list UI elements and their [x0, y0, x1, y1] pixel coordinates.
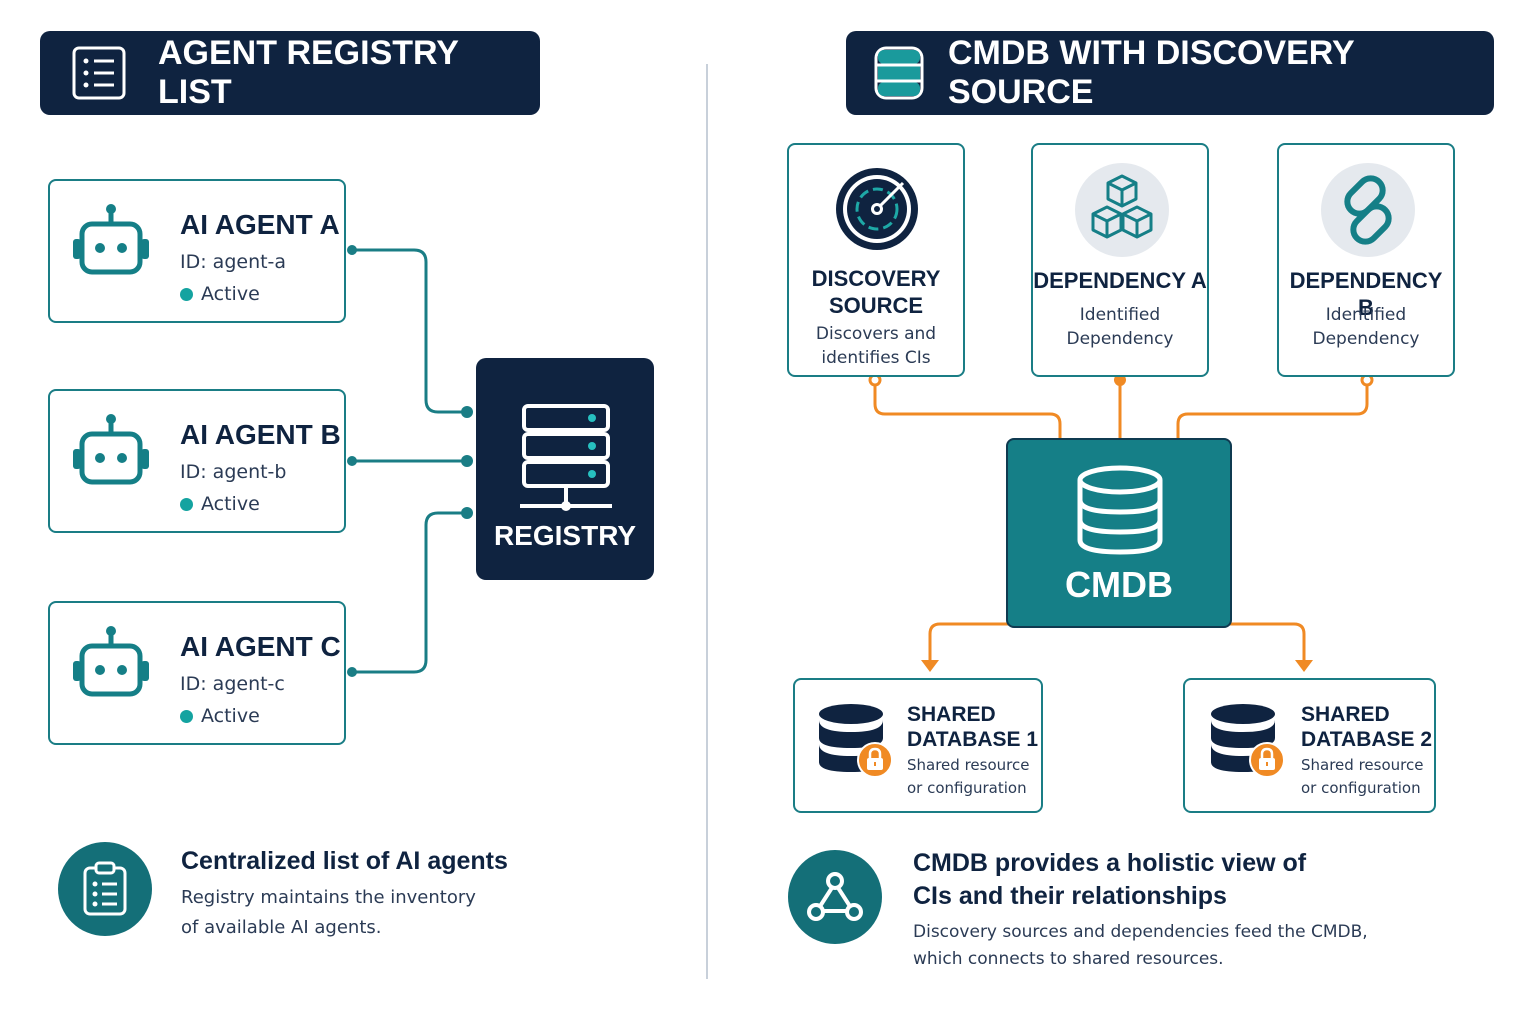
lock-icon: [1249, 742, 1285, 778]
agent-name: AI AGENT B: [180, 419, 341, 450]
source-desc: Discovers and: [815, 324, 937, 344]
right-banner-title: CMDB WITH DISCOVERY SOURCE: [948, 34, 1355, 111]
database-desc-line1: Shared resource: [1301, 756, 1424, 774]
database-icon: [872, 44, 926, 102]
left-footer-line2: of available AI agents.: [181, 917, 382, 938]
right-footer-line1: Discovery sources and dependencies feed …: [913, 922, 1368, 942]
left-footer-line1: Registry maintains the inventory: [181, 887, 476, 908]
database-desc-line2: or configuration: [907, 779, 1027, 797]
agent-id: ID: agent-c: [180, 673, 285, 695]
dependency-title: DEPENDENCY A: [1033, 268, 1207, 293]
robot-icon: [70, 203, 152, 283]
agent-status: Active: [180, 705, 260, 727]
network-icon: [788, 850, 882, 944]
dependency-b-card[interactable]: DEPENDENCY B Identified Dependency: [1277, 143, 1455, 377]
right-footer-title-line1: CMDB provides a holistic view of: [913, 849, 1307, 877]
status-label: Active: [201, 705, 260, 727]
status-label: Active: [201, 283, 260, 305]
agent-card-b[interactable]: AI AGENT B ID: agent-b Active: [48, 389, 346, 533]
left-banner-title: AGENT REGISTRY LIST: [158, 34, 459, 111]
database-title-line1: SHARED: [907, 703, 996, 726]
connector-db2: [1228, 622, 1306, 662]
agent-status: Active: [180, 493, 260, 515]
cmdb-label: CMDB: [1065, 564, 1173, 605]
server-icon: [516, 402, 616, 512]
robot-icon: [70, 413, 152, 493]
database-title-line1: SHARED: [1301, 703, 1390, 726]
list-icon: [72, 46, 126, 100]
agent-name: AI AGENT A: [180, 209, 340, 240]
left-footer-title: Centralized list of AI agents: [181, 847, 508, 875]
agent-card-c[interactable]: AI AGENT C ID: agent-c Active: [48, 601, 346, 745]
registry-node[interactable]: REGISTRY: [476, 358, 654, 580]
database-icon: [1074, 464, 1166, 558]
dependency-a-card[interactable]: DEPENDENCY A Identified Dependency: [1031, 143, 1209, 377]
connector-db1: [928, 622, 1010, 662]
cubes-icon: [1074, 162, 1170, 258]
database-desc-line2: or configuration: [1301, 779, 1421, 797]
database-desc: Shared resource or configuration: [1301, 754, 1423, 800]
lock-icon: [857, 742, 893, 778]
agent-id: ID: agent-a: [180, 251, 287, 273]
agent-registry-banner: AGENT REGISTRY LIST: [40, 31, 540, 115]
connector-agent-c: [352, 511, 466, 674]
clipboard-icon: [58, 842, 152, 936]
agent-status: Active: [180, 283, 260, 305]
database-desc-line1: Shared resource: [907, 756, 1030, 774]
connector-discovery: [873, 380, 1062, 438]
cmdb-banner: CMDB WITH DISCOVERY SOURCE: [846, 31, 1494, 115]
agent-card-a[interactable]: AI AGENT A ID: agent-a Active: [48, 179, 346, 323]
status-label: Active: [201, 493, 260, 515]
database-desc: Shared resource or configuration: [907, 754, 1029, 800]
radar-icon: [833, 165, 921, 253]
source-title-line2: SOURCE: [828, 293, 924, 318]
source-title: DISCOVERY: [811, 266, 941, 291]
status-dot: [180, 709, 193, 723]
discovery-source-card[interactable]: DISCOVERY SOURCE Discovers and identifie…: [787, 143, 965, 377]
dependency-desc-line2: Dependency: [1312, 329, 1420, 349]
section-divider: [706, 64, 708, 979]
dependency-desc: Identified: [1325, 305, 1407, 325]
agent-id: ID: agent-b: [180, 461, 287, 483]
connector-dependency-b: [1176, 380, 1369, 438]
registry-label: REGISTRY: [493, 520, 637, 551]
agent-name: AI AGENT C: [180, 631, 341, 662]
status-dot: [180, 287, 193, 301]
right-footer-line2: which connects to shared resources.: [913, 949, 1224, 969]
source-desc-line2: identifies CIs: [821, 348, 931, 368]
dependency-desc-line2: Dependency: [1066, 329, 1174, 349]
right-footer-title-line2: CIs and their relationships: [913, 882, 1227, 910]
robot-icon: [70, 625, 152, 705]
cmdb-node[interactable]: CMDB: [1006, 438, 1232, 628]
database-title-line2: DATABASE 2: [1301, 728, 1433, 751]
dependency-desc: Identified: [1079, 305, 1161, 325]
connector-agent-a: [352, 248, 466, 414]
dependency-title: DEPENDENCY B: [1289, 268, 1443, 320]
link-icon: [1320, 162, 1416, 258]
database-title-line2: DATABASE 1: [907, 728, 1039, 751]
status-dot: [180, 497, 193, 511]
